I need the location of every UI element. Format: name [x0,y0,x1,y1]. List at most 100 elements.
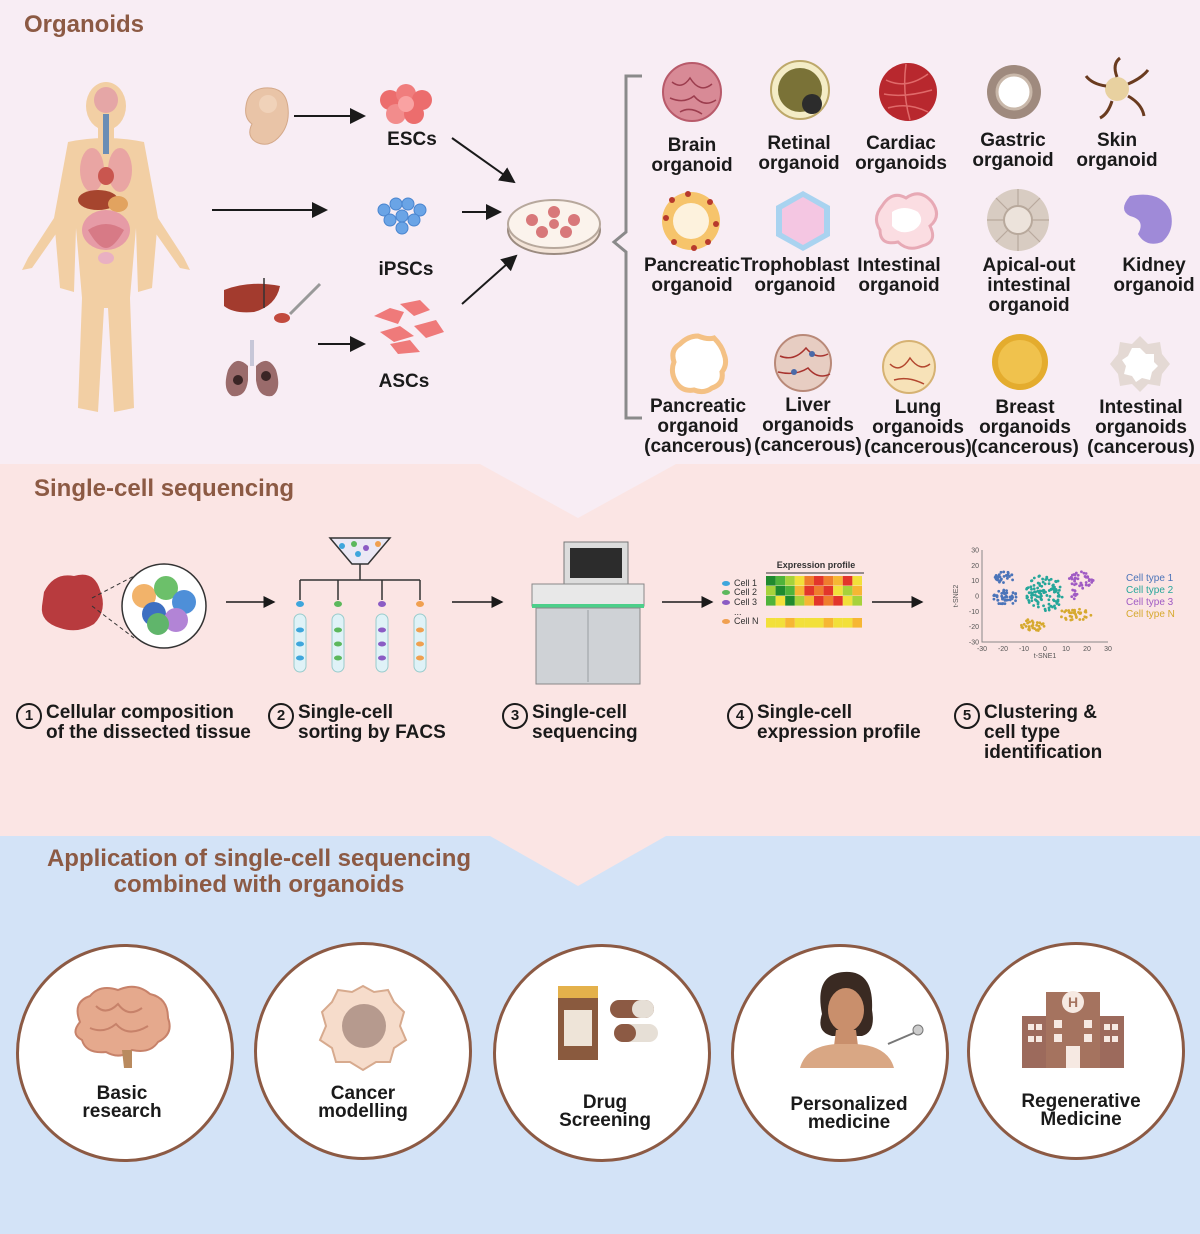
tsne-point [1073,593,1077,596]
heatmap-row-label: Cell N [722,617,766,626]
step-1-number: 1 [16,703,42,729]
tsne-point [997,589,1001,593]
tsne-point [1091,579,1095,582]
tsne-legend-entry: Cell type 1 [1126,573,1174,584]
tsne-point [1002,588,1006,592]
liver-biopsy-icon [224,278,322,323]
heatmap-cell [804,596,814,606]
pancreatic-cancer-organoid-icon [669,333,729,395]
tsne-point [1041,580,1045,584]
tsne-point [1074,582,1078,586]
tsne-x-tick: -20 [998,646,1008,653]
tsne-point [998,575,1002,579]
organoids-title: Organoids [24,11,145,38]
organoid-bracket [611,74,642,420]
heatmap-cell [785,618,795,628]
petri-dish-icon [507,199,601,255]
step-2-number: 2 [268,703,294,729]
tsne-point [1070,573,1074,577]
heatmap-cell [852,618,862,628]
tsne-point [1035,599,1039,603]
flow-arrows [212,108,518,352]
heatmap-cell [823,596,834,606]
tsne-point [1038,574,1041,578]
tsne-point [1028,620,1031,624]
heatmap-cell [852,576,862,586]
tsne-point [1088,578,1091,581]
tsne-point [1006,571,1010,575]
tsne-point [1014,592,1017,596]
tsne-point [1053,604,1056,608]
tsne-point [1056,598,1060,602]
heatmap-cell [833,576,843,586]
tsne-point [1020,625,1024,629]
tsne-legend-entry: Cell type 2 [1126,585,1174,596]
tsne-x-tick: 0 [1043,646,1047,653]
cell-dot-icon [722,600,730,605]
tsne-point [1010,573,1014,577]
heatmap-cell [766,586,776,596]
tsne-point [1090,581,1094,584]
tsne-point [1052,598,1055,602]
hospital-icon: H [1022,991,1124,1068]
tsne-point [1004,574,1008,577]
tsne-point [1084,572,1088,575]
heatmap-cell [785,586,795,596]
tsne-point [1005,589,1008,593]
heatmap-cell [775,596,786,606]
pill-bottle-icon [558,986,658,1060]
tsne-point [996,575,1000,579]
breast-cancer-organoid-icon [992,334,1048,390]
tsne-point [1076,573,1080,577]
tsne-point [1049,588,1053,591]
heatmap-cell [842,576,853,586]
heatmap-cell [814,618,824,628]
tsne-point [1089,613,1093,617]
tsne-point [1040,594,1043,598]
gastric-organoid-icon [987,65,1041,119]
tsne-legend-entry: Cell type 3 [1126,597,1174,608]
tsne-point [1038,582,1041,586]
tsne-point [1002,574,1006,578]
tsne-y-tick: -10 [969,609,979,616]
sequencer-icon [531,541,645,685]
tsne-point [1030,596,1034,600]
tsne-point [1030,593,1033,597]
tsne-point [1049,604,1053,608]
lung-cancer-organoid-icon [882,340,936,394]
cell-dot-icon [722,619,730,624]
tsne-point [1024,624,1028,628]
tsne-point [996,578,1000,582]
tsne-point [1048,595,1052,598]
tsne-point [1064,609,1068,612]
tsne-point [1073,579,1076,583]
tsne-point [1082,571,1086,575]
tsne-point [1030,599,1034,603]
step-3-text: Single-cell sequencing [532,702,638,743]
tsne-point [1044,578,1048,582]
tsne-point [1011,578,1014,582]
tsne-point [1022,622,1026,626]
brain-icon [74,985,171,1068]
tsne-point [1032,576,1036,580]
tsne-point [1049,577,1053,581]
step-2-text: Single-cell sorting by FACS [298,702,446,743]
tsne-point [1032,604,1036,607]
tsne-point [997,573,1001,577]
tsne-point [1030,579,1034,583]
tsne-point [1037,624,1041,628]
step-4-number: 4 [727,703,753,729]
tsne-point [1060,609,1064,613]
tsne-point [998,580,1001,584]
tsne-point [1025,594,1029,598]
heatmap-cell [823,576,834,586]
tsne-point [1057,594,1061,598]
